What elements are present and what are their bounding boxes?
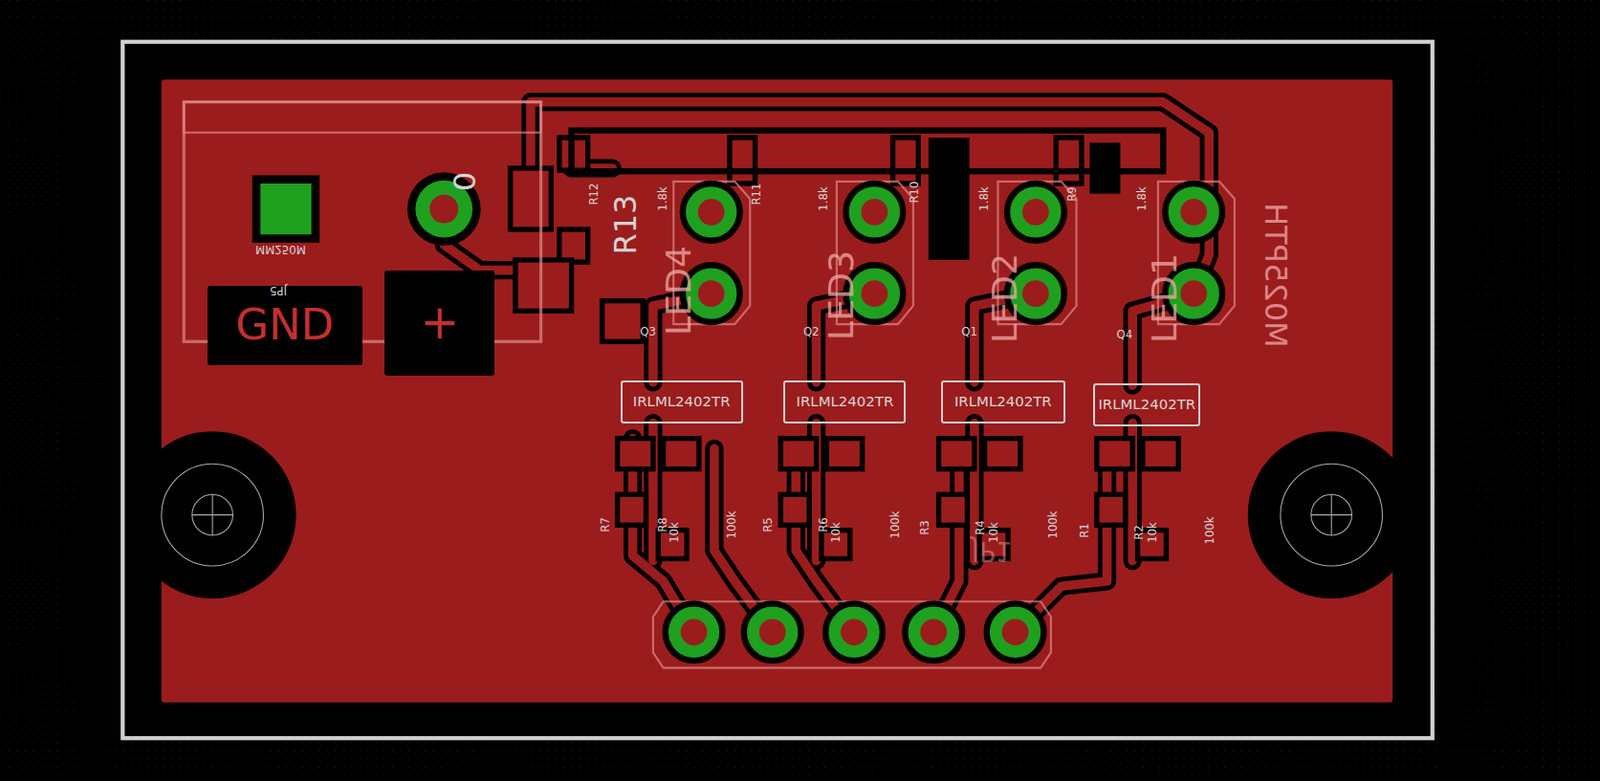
part-name: R10 bbox=[909, 180, 921, 203]
part-name: JP5 bbox=[269, 284, 287, 296]
part-value: 10k bbox=[669, 522, 681, 544]
part-value: 1.8k bbox=[979, 186, 991, 211]
through-hole-pads bbox=[252, 172, 1223, 661]
part-name: Q2 bbox=[803, 327, 820, 339]
part-name: R8 bbox=[657, 518, 670, 534]
traces bbox=[443, 102, 1209, 634]
pad-label: IRLML2402TR bbox=[1097, 397, 1196, 413]
gnd-pad: GND bbox=[207, 285, 363, 366]
part-value: 1.8k bbox=[818, 186, 831, 211]
part-name: LED4 bbox=[660, 245, 696, 336]
mosfet-package: IRLML2402TR bbox=[1093, 383, 1201, 427]
part-name: R7 bbox=[600, 518, 613, 534]
package-outlines bbox=[653, 181, 1235, 669]
part-name: R13 bbox=[610, 194, 641, 255]
part-name: R4 bbox=[976, 520, 988, 536]
part-value: 1.8k bbox=[1137, 186, 1149, 211]
part-name: LED1 bbox=[1147, 252, 1183, 343]
pad-label: GND bbox=[235, 304, 334, 348]
part-value: 100k bbox=[1205, 516, 1218, 545]
part-value: 10k bbox=[1147, 522, 1160, 544]
part-value: MM250M bbox=[255, 242, 307, 255]
pad-label: + bbox=[419, 299, 460, 347]
part-name: R6 bbox=[818, 518, 831, 534]
part-name: R5 bbox=[764, 518, 776, 534]
part-value: 100k bbox=[890, 511, 902, 540]
part-name: R3 bbox=[920, 520, 932, 536]
part-name: Q1 bbox=[961, 327, 978, 339]
part-name: LED2 bbox=[987, 252, 1023, 343]
board-name: M025PTH bbox=[1260, 202, 1292, 349]
part-value: 10k bbox=[831, 522, 843, 544]
resistor-bank bbox=[571, 131, 1164, 261]
part-value: 100k bbox=[726, 511, 739, 540]
part-name: R1 bbox=[1079, 523, 1092, 539]
power-pad: + bbox=[384, 270, 495, 376]
part-name: Q4 bbox=[1116, 329, 1133, 342]
part-name: R9 bbox=[1068, 186, 1080, 202]
part-name: R11 bbox=[751, 182, 764, 205]
pad-label: IRLML2402TR bbox=[796, 394, 895, 410]
part-value: 1.8k bbox=[657, 186, 670, 211]
part-name: R12 bbox=[589, 182, 601, 205]
part-name: LED3 bbox=[824, 250, 859, 341]
mosfet-package: IRLML2402TR bbox=[783, 380, 906, 424]
pad-label: IRLML2402TR bbox=[633, 394, 731, 410]
part-value: 100k bbox=[1048, 511, 1060, 540]
copper-pour bbox=[161, 79, 1393, 703]
mounting-holes bbox=[129, 431, 1416, 599]
part-name: JP1 bbox=[971, 537, 1013, 565]
pad-label: IRLML2402TR bbox=[954, 394, 1053, 410]
part-value: 0 bbox=[448, 172, 480, 192]
part-name: Q3 bbox=[639, 327, 657, 339]
part-name: R2 bbox=[1134, 525, 1146, 541]
mosfet-package: IRLML2402TR bbox=[620, 380, 744, 424]
mosfet-package: IRLML2402TR bbox=[941, 380, 1066, 424]
board-outline bbox=[122, 42, 1432, 739]
smd-pads bbox=[510, 137, 1180, 559]
connector-outline bbox=[183, 102, 541, 133]
